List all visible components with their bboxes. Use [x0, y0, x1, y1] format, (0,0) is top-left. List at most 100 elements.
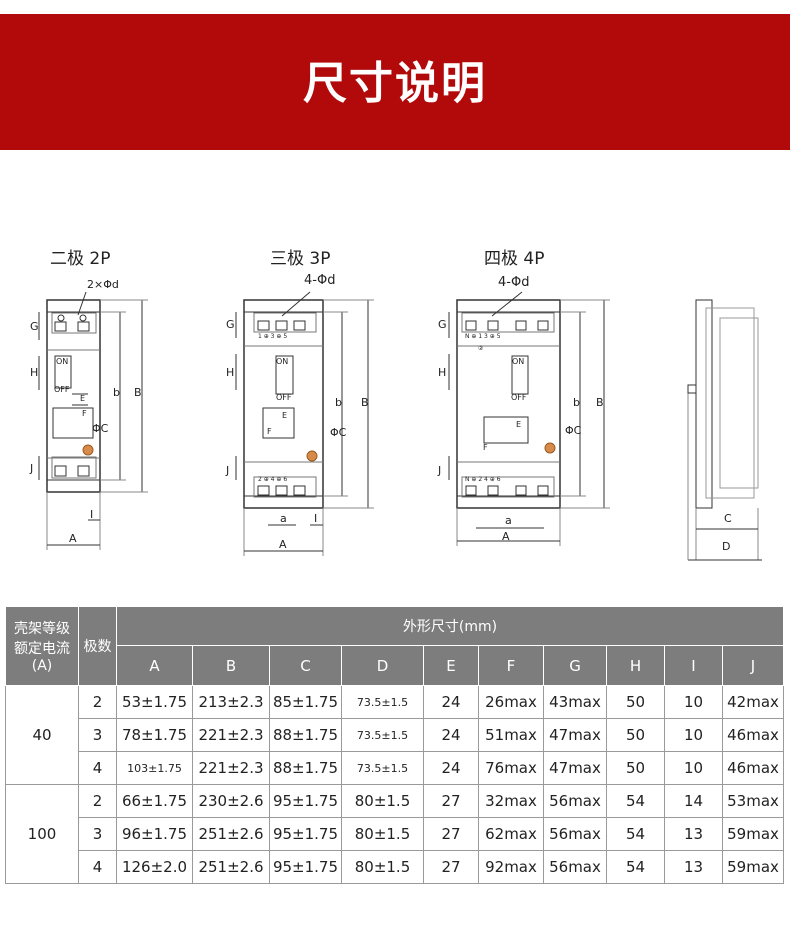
cell-h: 50 — [606, 718, 665, 752]
dimension-diagrams: 二极 2P 三极 3P 四极 4P 2×Φd 4-Φd 4-Φd G H J O… — [0, 200, 790, 580]
cell-d: 80±1.5 — [341, 817, 424, 851]
label-f-3p: F — [267, 427, 272, 436]
cell-j: 42max — [721, 685, 785, 719]
label-e-2p: E — [80, 394, 85, 403]
cell-c: 95±1.75 — [269, 850, 342, 884]
terminals-3p-bottom: 2 ⊕ 4 ⊕ 6 — [258, 476, 287, 483]
label-h-4p: H — [438, 366, 446, 379]
cell-d: 73.5±1.5 — [341, 718, 424, 752]
cell-g: 56max — [543, 850, 607, 884]
label-i-2p: I — [90, 508, 93, 521]
label-off-3p: OFF — [276, 393, 292, 402]
terminals-3p-top: 1 ⊕ 3 ⊕ 5 — [258, 333, 287, 340]
cell-f: 32max — [478, 784, 544, 818]
cell-a: 78±1.75 — [116, 718, 193, 752]
label-g-2p: G — [30, 320, 39, 333]
column-header-f: F — [478, 645, 544, 686]
label-f-4p: F — [483, 443, 488, 452]
cell-j: 59max — [721, 850, 785, 884]
cell-frame-current: 40 — [5, 685, 79, 785]
label-h-3p: H — [226, 366, 234, 379]
label-bb-4p: B — [596, 396, 604, 409]
label-b-3p: b — [335, 396, 342, 409]
header-frame-current-line-2: 额定电流 — [14, 641, 70, 657]
cell-a: 53±1.75 — [116, 685, 193, 719]
cell-i: 10 — [664, 718, 723, 752]
label-b-4p: b — [573, 396, 580, 409]
label-aa-3p: A — [279, 538, 287, 551]
cell-b: 251±2.6 — [192, 817, 270, 851]
cell-poles: 3 — [78, 817, 117, 851]
cell-c: 95±1.75 — [269, 784, 342, 818]
label-bb-3p: B — [361, 396, 369, 409]
column-header-a: A — [116, 645, 193, 686]
label-phic-2p: ΦC — [92, 422, 109, 435]
diagram-2p — [38, 291, 148, 550]
column-header-j: J — [721, 645, 785, 686]
cell-poles: 3 — [78, 718, 117, 752]
label-f-2p: F — [82, 409, 87, 418]
cell-c: 85±1.75 — [269, 685, 342, 719]
cell-e: 27 — [423, 850, 479, 884]
cell-h: 50 — [606, 751, 665, 785]
cell-i: 10 — [664, 685, 723, 719]
cell-f: 92max — [478, 850, 544, 884]
cell-f: 62max — [478, 817, 544, 851]
cell-h: 50 — [606, 685, 665, 719]
column-header-c: C — [269, 645, 342, 686]
cell-a: 103±1.75 — [116, 751, 193, 785]
cell-d: 73.5±1.5 — [341, 751, 424, 785]
mark-4p: ② — [478, 345, 484, 352]
cell-i: 14 — [664, 784, 723, 818]
cell-b: 251±2.6 — [192, 850, 270, 884]
label-i-3p: I — [314, 512, 317, 525]
hole-label-4p: 4-Φd — [498, 275, 529, 290]
cell-f: 76max — [478, 751, 544, 785]
cell-j: 53max — [721, 784, 785, 818]
cell-poles: 2 — [78, 784, 117, 818]
cell-c: 88±1.75 — [269, 751, 342, 785]
terminals-4p-bottom: N ⊕ 2 4 ⊕ 6 — [465, 476, 501, 483]
cell-h: 54 — [606, 850, 665, 884]
cell-a: 96±1.75 — [116, 817, 193, 851]
cell-e: 24 — [423, 685, 479, 719]
cell-d: 80±1.5 — [341, 784, 424, 818]
dimension-drawings: 二极 2P 三极 3P 四极 4P 2×Φd 4-Φd 4-Φd G H J O… — [29, 249, 762, 561]
label-j-4p: J — [437, 464, 441, 477]
label-c-side: C — [724, 512, 732, 525]
cell-e: 27 — [423, 784, 479, 818]
column-header-i: I — [664, 645, 723, 686]
cell-f: 26max — [478, 685, 544, 719]
column-header-b: B — [192, 645, 270, 686]
cell-h: 54 — [606, 817, 665, 851]
cell-g: 47max — [543, 751, 607, 785]
cell-poles: 2 — [78, 685, 117, 719]
column-header-h: H — [606, 645, 665, 686]
page-title: 尺寸说明 — [303, 58, 487, 109]
label-on-2p: ON — [56, 357, 68, 366]
title-banner: 尺寸说明 — [0, 14, 790, 150]
label-aa-4p: A — [502, 530, 510, 543]
title-3p: 三极 3P — [270, 249, 330, 269]
cell-e: 24 — [423, 718, 479, 752]
diagram-3p — [235, 291, 374, 556]
label-phic-4p: ΦC — [565, 424, 582, 437]
cell-d: 73.5±1.5 — [341, 685, 424, 719]
cell-poles: 4 — [78, 751, 117, 785]
header-dimensions: 外形尺寸(mm) — [115, 606, 785, 646]
label-d-side: D — [722, 540, 730, 553]
column-header-g: G — [543, 645, 607, 686]
label-off-2p: OFF — [54, 385, 70, 394]
cell-e: 24 — [423, 751, 479, 785]
header-poles: 极数 — [78, 606, 117, 686]
column-header-e: E — [423, 645, 479, 686]
cell-j: 46max — [721, 718, 785, 752]
cell-poles: 4 — [78, 850, 117, 884]
